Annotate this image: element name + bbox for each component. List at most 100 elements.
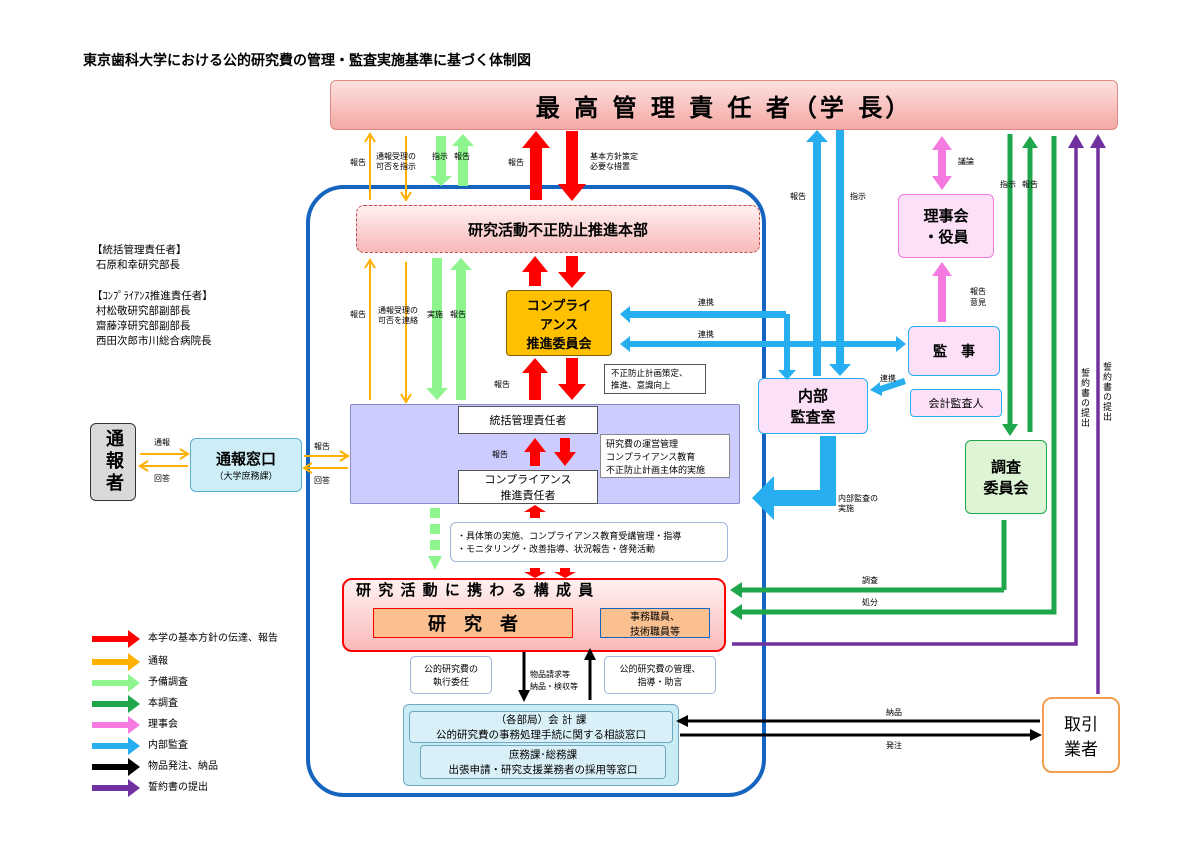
legend-label-2: 通報 bbox=[148, 656, 168, 667]
black-head-nohin bbox=[676, 715, 688, 727]
torihiki-line1: 取引 bbox=[1064, 715, 1098, 735]
label-tsuho-renraku-1: 通報受理の bbox=[378, 306, 418, 315]
label-renkei-1: 連携 bbox=[698, 298, 714, 307]
rijikai-box: 理事会 ・役員 bbox=[898, 194, 994, 258]
rijikai-line1: 理事会 bbox=[923, 207, 969, 225]
lgreen-dash-2 bbox=[430, 524, 440, 534]
side-comp-name-3: 西田次郎市川総合病院長 bbox=[96, 335, 212, 347]
staff-line2: 技術職員等 bbox=[630, 627, 680, 638]
label-giron: 議論 bbox=[958, 157, 974, 166]
honbu-box: 研究活動不正防止推進本部 bbox=[356, 205, 760, 253]
pink-top-rijikai bbox=[932, 136, 952, 190]
orange-kaito-left-head bbox=[138, 460, 149, 472]
side-tokatsu-label: 【統括管理責任者】 bbox=[92, 244, 187, 256]
top-admin-box: 最 高 管 理 責 任 者（学 長） bbox=[330, 80, 1118, 130]
label-naibu-hokoku: 報告 bbox=[790, 192, 806, 201]
label-hokoku-iken-2: 意見 bbox=[970, 298, 986, 307]
green-head-chosa bbox=[730, 582, 742, 598]
black-head-down bbox=[518, 690, 530, 702]
blue-naibu-big bbox=[752, 436, 836, 520]
side-comp-name-2: 齋藤淳研究部副部長 bbox=[96, 320, 191, 332]
label-shiji-top: 指示 bbox=[432, 152, 448, 161]
compliance-committee-line2: アンス bbox=[539, 317, 579, 333]
green-head-shiji bbox=[1002, 424, 1018, 436]
madoguchi-label: 通報窓口 bbox=[215, 450, 276, 468]
label-naibu-jisshi-1: 内部監査の bbox=[838, 494, 878, 503]
legend-swatches bbox=[92, 630, 140, 797]
label-green-hokoku: 報告 bbox=[1022, 180, 1038, 189]
staff-box: 事務職員、 技術職員等 bbox=[600, 608, 710, 638]
researcher-box: 研 究 者 bbox=[373, 608, 573, 638]
kanji-label: 監 事 bbox=[933, 344, 975, 360]
legend-swatch-lightgreen bbox=[92, 674, 140, 692]
arrow-group-green bbox=[742, 134, 1057, 615]
label-tsuho-renraku-2: 可否を連絡 bbox=[378, 316, 418, 325]
label-seiyakusho-1: 誓約書の提出 bbox=[1079, 368, 1089, 428]
tokatsu-label: 統括管理責任者 bbox=[489, 414, 567, 427]
kaikei-kansanin-label: 会計監査人 bbox=[928, 397, 984, 410]
kaikei-kansanin-box: 会計監査人 bbox=[910, 389, 1002, 417]
arrow-group-red bbox=[522, 131, 586, 578]
legend-label-4: 本調査 bbox=[148, 698, 178, 709]
label-renkei-2: 連携 bbox=[698, 330, 714, 339]
unei-note-line2: コンプライアンス教育 bbox=[606, 452, 696, 463]
torihiki-line2: 業者 bbox=[1064, 740, 1098, 760]
naibu-line2: 監査室 bbox=[790, 408, 836, 426]
gutai-note: ・具体策の実施、コンプライアンス教育受講管理・指導 ・モニタリング・改善指導、状… bbox=[450, 522, 728, 562]
red-arrow-down-top bbox=[558, 131, 586, 201]
label-chosa: 調査 bbox=[862, 576, 878, 585]
orange-hokoku-right-head bbox=[339, 450, 350, 462]
shomu-title: 庶務課･総務課 bbox=[508, 749, 578, 761]
legend-label-3: 予備調査 bbox=[148, 677, 188, 688]
legend-label-7: 物品発注、納品 bbox=[148, 761, 218, 772]
lgreen-down-top bbox=[430, 136, 452, 186]
lgreen-dash-head bbox=[428, 556, 442, 570]
chosa-line2: 委員会 bbox=[983, 479, 1029, 497]
madoguchi-box: 通報窓口 （大学庶務課） bbox=[190, 438, 302, 492]
label-tsuho-shiji-2: 可否を指示 bbox=[376, 162, 416, 171]
arrow-group-purple-heads bbox=[1068, 134, 1106, 148]
legend-swatch-purple bbox=[92, 779, 140, 797]
lgreen-dash-1 bbox=[430, 508, 440, 518]
label-hatchu: 発注 bbox=[886, 741, 902, 750]
label-green-shiji: 指示 bbox=[1000, 180, 1016, 189]
unei-note-line1: 研究費の運営管理 bbox=[606, 439, 679, 450]
legend-swatch-black bbox=[92, 758, 140, 776]
naibu-line1: 内部 bbox=[797, 387, 828, 405]
rijikai-line2: ・役員 bbox=[923, 228, 969, 246]
arrow-group-pink bbox=[932, 136, 952, 322]
chosa-line1: 調査 bbox=[990, 458, 1021, 476]
gutai-note-line2: ・モニタリング・改善指導、状況報告・啓発活動 bbox=[457, 545, 656, 555]
blue-renkei-left-1 bbox=[620, 306, 786, 323]
arrow-group-black-heads bbox=[518, 648, 1042, 741]
label-kaito: 回答 bbox=[154, 474, 170, 483]
members-title: 研 究 活 動 に 携 わ る 構 成 員 bbox=[356, 581, 595, 599]
arrow-group-green-heads bbox=[730, 136, 1038, 620]
label-naibu-shiji: 指示 bbox=[850, 192, 866, 201]
label-renkei-3: 連携 bbox=[880, 374, 896, 383]
purple-head-2 bbox=[1090, 134, 1106, 148]
label-hokoku-mid: 報告 bbox=[350, 310, 366, 319]
compliance-person-line2: 推進責任者 bbox=[500, 489, 556, 502]
lgreen-up-top bbox=[452, 134, 474, 186]
orange-head-mid-up bbox=[364, 258, 376, 269]
compliance-committee-box: コンプライ アンス 推進委員会 bbox=[506, 290, 612, 356]
legend-label-6: 内部監査 bbox=[148, 740, 188, 751]
label-jisshi: 実施 bbox=[427, 310, 443, 319]
purple-head-1 bbox=[1068, 134, 1084, 148]
kanri-note-line2: 指導・助言 bbox=[637, 678, 683, 688]
compliance-committee-line3: 推進委員会 bbox=[526, 336, 592, 352]
label-shobun: 処分 bbox=[862, 598, 878, 607]
red-arrow-up-mid bbox=[522, 256, 548, 286]
page-title: 東京歯科大学における公的研究費の管理・監査実施基準に基づく体制図 bbox=[83, 53, 531, 69]
green-shobun-line bbox=[742, 136, 1057, 615]
honbu-label: 研究活動不正防止推進本部 bbox=[467, 220, 648, 239]
arrow-group-blue bbox=[620, 130, 906, 520]
orange-head-top-up bbox=[364, 132, 376, 143]
kaikei-title: （各部局）会 計 課 bbox=[495, 714, 587, 726]
label-hokoku-top2: 報告 bbox=[454, 152, 470, 161]
gutai-note-line1: ・具体策の実施、コンプライアンス教育受講管理・指導 bbox=[457, 532, 682, 542]
green-head-hokoku bbox=[1022, 136, 1038, 148]
blue-naibu-down bbox=[829, 130, 851, 376]
